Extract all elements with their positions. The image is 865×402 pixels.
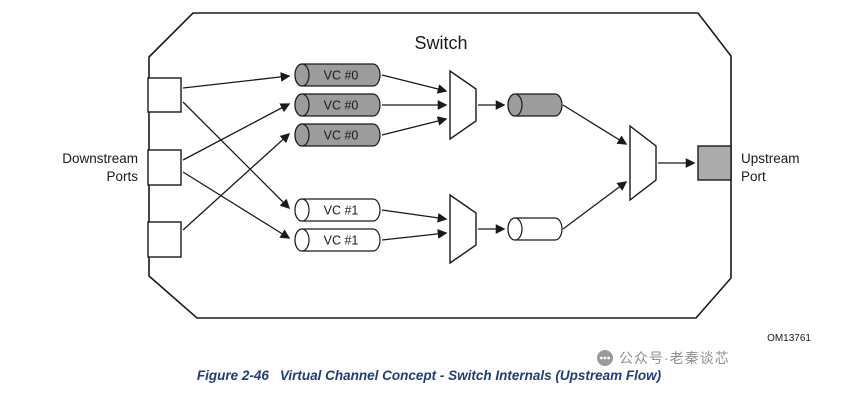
vc0-pipe-rim: [507, 93, 523, 117]
vc0-pipe: [507, 93, 563, 117]
flow-arrow: [182, 72, 291, 89]
vc1-buffer-1-rim: [294, 198, 310, 222]
vc1-buffer-2-rim: [294, 228, 310, 252]
vc1-pipe-rim: [507, 217, 523, 241]
upstream-port-label-line1: Upstream: [741, 151, 800, 166]
flow-arrow: [182, 101, 291, 210]
vc1-buffer-1-label: VC #1: [324, 204, 359, 218]
flow-arrow: [182, 133, 291, 231]
downstream-port-1: [147, 77, 182, 113]
vc1-buffer-1: VC #1: [294, 198, 381, 222]
vc1-pipe: [507, 217, 563, 241]
vc1-mux: [449, 193, 477, 265]
flow-arrow: [182, 171, 291, 239]
watermark: 公众号·老秦谈芯: [596, 348, 730, 368]
vc0-buffer-2-rim: [294, 93, 310, 117]
downstream-port-2: [147, 149, 182, 186]
vc0-buffer-1-label: VC #0: [324, 69, 359, 83]
flow-arrow: [381, 116, 448, 136]
flow-arrow: [182, 103, 291, 161]
figure-caption: Figure 2-46 Virtual Channel Concept - Swi…: [0, 368, 858, 383]
om-reference-number: OM13761: [767, 333, 811, 344]
upstream-port-label-line2: Port: [741, 169, 766, 184]
switch-title: Switch: [414, 33, 467, 53]
vc0-buffer-3: VC #0: [294, 123, 381, 147]
vc0-buffer-1-rim: [294, 63, 310, 87]
vc0-buffer-2-label: VC #0: [324, 99, 359, 113]
vc0-buffer-3-rim: [294, 123, 310, 147]
vc1-buffer-2-label: VC #1: [324, 234, 359, 248]
flow-arrow: [381, 74, 448, 94]
watermark-text: 公众号·老秦谈芯: [619, 350, 730, 366]
flow-arrow: [562, 104, 628, 145]
flow-arrow: [381, 209, 448, 223]
vc0-buffer-2: VC #0: [294, 93, 381, 117]
vc0-mux: [449, 69, 477, 141]
figure-number: Figure 2-46: [196, 368, 269, 383]
vc1-buffer-2: VC #1: [294, 228, 381, 252]
flow-arrow: [562, 181, 628, 230]
vc0-buffer-1: VC #0: [294, 63, 381, 87]
upstream-port: [697, 145, 732, 181]
watermark-logo-icon: [597, 350, 613, 366]
downstream-port-3: [147, 221, 182, 258]
figure-title: Virtual Channel Concept - Switch Interna…: [279, 368, 662, 383]
vc0-buffer-3-label: VC #0: [324, 129, 359, 143]
downstream-ports-label-line1: Downstream: [62, 151, 138, 166]
output-mux: [629, 124, 657, 202]
flow-arrow: [381, 229, 448, 241]
downstream-ports-label-line2: Ports: [106, 169, 138, 184]
